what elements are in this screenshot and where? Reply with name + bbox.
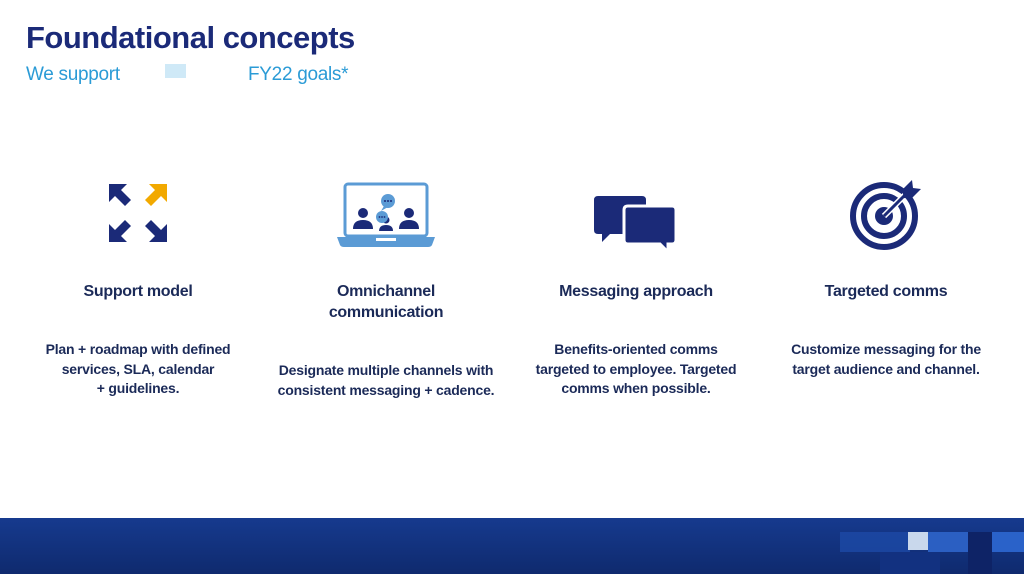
description-line: services, SLA, calendar: [61, 360, 215, 377]
target-icon: [766, 178, 1006, 250]
footer-decor-block: [968, 532, 992, 574]
footer-decor-block: [908, 532, 928, 550]
pillar-heading: Omnichannel communication: [266, 281, 506, 323]
footer-decor-block: [880, 552, 940, 574]
footer-decor-block: [928, 532, 968, 552]
description-line: comms when possible.: [561, 380, 711, 396]
arrows-expand-icon: [18, 182, 258, 244]
pillar-heading: Messaging approach: [559, 283, 713, 300]
description-line: targeted to employee. Targeted: [535, 360, 737, 377]
page-title: Foundational concepts: [26, 20, 355, 55]
speech-bubbles-icon: [516, 194, 756, 254]
heading-line: Omnichannel: [336, 283, 436, 300]
footer-decor-block: [840, 532, 910, 552]
subtitle-text-end: FY22 goals*: [248, 64, 349, 85]
laptop-chat-icon: [266, 182, 506, 248]
subtitle-text-start: We support: [26, 64, 120, 85]
pillar-omnichannel: Omnichannel communication Designate mult…: [266, 0, 506, 574]
description-line: Customize messaging for the: [791, 341, 981, 357]
footer-band: [0, 518, 1024, 574]
pillar-description: Plan + roadmap with defined services, SL…: [18, 340, 258, 399]
subtitle-redaction-block: [165, 64, 186, 78]
pillar-targeted-comms: Targeted comms Customize messaging for t…: [766, 0, 1006, 574]
heading-line: communication: [328, 304, 444, 321]
pillar-messaging-approach: Messaging approach Benefits-oriented com…: [516, 0, 756, 574]
description-line: consistent messaging + cadence.: [277, 381, 495, 398]
description-line: target audience and channel.: [792, 360, 980, 377]
description-line: Benefits-oriented comms: [554, 341, 718, 357]
description-line: + guidelines.: [96, 380, 180, 396]
pillar-heading: Support model: [83, 283, 193, 300]
footer-decor-block: [992, 532, 1024, 552]
pillar-description: Designate multiple channels with consist…: [266, 361, 506, 400]
pillar-support-model: Support model Plan + roadmap with define…: [18, 0, 258, 574]
pillar-description: Customize messaging for the target audie…: [766, 340, 1006, 379]
pillar-description: Benefits-oriented comms targeted to empl…: [516, 340, 756, 399]
pillar-heading: Targeted comms: [824, 283, 948, 300]
description-line: Plan + roadmap with defined: [45, 341, 231, 357]
description-line: Designate multiple channels with: [278, 362, 494, 378]
